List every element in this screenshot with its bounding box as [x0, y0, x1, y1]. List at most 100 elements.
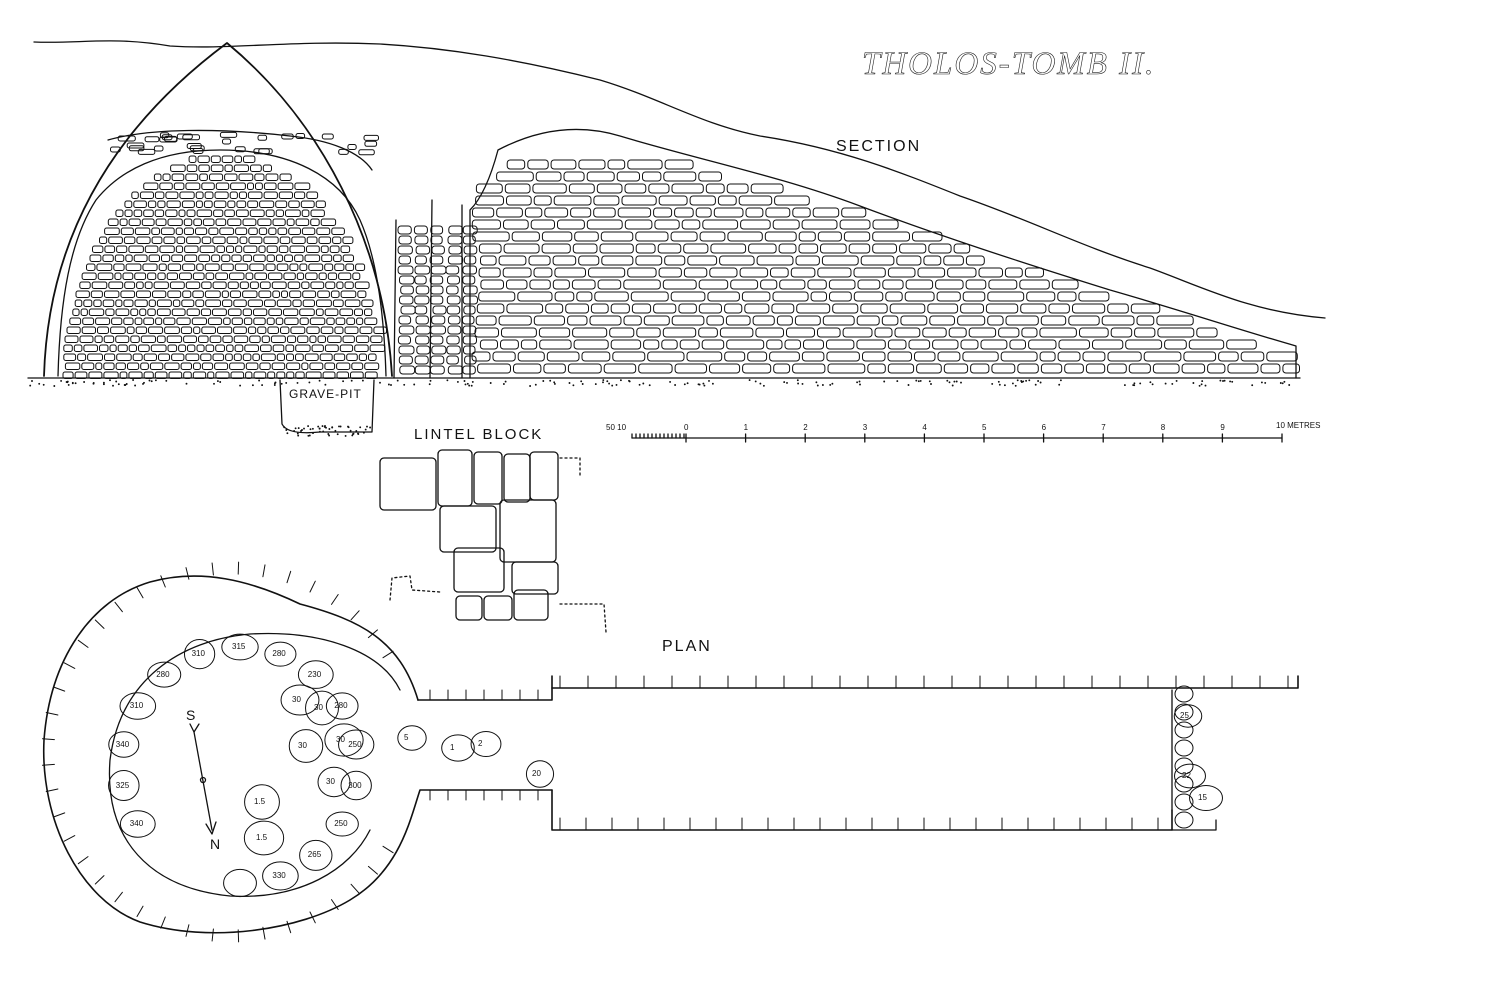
section-stone: [1266, 351, 1298, 362]
ground-stipple-dot: [816, 384, 819, 387]
section-stone: [1068, 315, 1100, 326]
section-stone: [226, 245, 235, 253]
section-stone: [99, 344, 109, 352]
section-stone: [151, 236, 163, 244]
section-stone: [249, 209, 265, 217]
plan-stone: [280, 684, 320, 716]
ground-stipple-dot: [468, 384, 471, 387]
section-stone: [103, 371, 119, 379]
section-stone: [414, 255, 427, 265]
section-stone: [249, 263, 265, 271]
section-stone: [1092, 339, 1124, 350]
section-stone: [965, 255, 985, 266]
section-stone: [462, 315, 475, 325]
section-stone: [953, 243, 971, 254]
section-stone: [316, 299, 332, 307]
stone-number: 325: [115, 780, 130, 790]
ground-stipple-dot: [123, 384, 126, 386]
section-stone: [607, 159, 626, 170]
section-stone: [254, 173, 265, 181]
section-label: SECTION: [836, 138, 922, 155]
section-stone: [369, 344, 386, 352]
section-stone: [1227, 363, 1259, 374]
section-stone: [887, 363, 915, 374]
scale-tick-label: 3: [862, 423, 868, 432]
section-stone: [795, 255, 820, 266]
section-stone: [842, 327, 873, 338]
section-stone: [446, 305, 461, 315]
section-stone: [172, 299, 181, 307]
ground-stipple-dot: [338, 425, 340, 428]
dromos-north-wall: [551, 675, 1299, 689]
section-stone: [576, 291, 593, 302]
section-stone: [414, 365, 431, 375]
ground-stipple-dot: [1149, 381, 1152, 384]
section-stone: [742, 363, 772, 374]
section-stone: [572, 327, 608, 338]
section-stone: [545, 303, 564, 314]
section-stone: [153, 173, 162, 181]
section-stone: [492, 351, 516, 362]
section-stone: [681, 219, 701, 230]
section-stone: [550, 159, 577, 170]
ground-stipple-dot: [285, 429, 288, 431]
section-stone: [157, 200, 166, 208]
section-stone: [257, 326, 267, 334]
section-stone: [1240, 351, 1265, 362]
section-stone: [210, 155, 221, 163]
section-stone: [227, 281, 239, 289]
section-stone: [826, 351, 860, 362]
section-stone: [167, 344, 178, 352]
compass-center: [199, 776, 207, 784]
section-stone: [157, 272, 166, 280]
plan-view: [42, 561, 1299, 943]
section-stone: [64, 362, 81, 370]
section-stone: [260, 353, 276, 361]
section-stone: [354, 344, 369, 352]
ground-stipple-dot: [611, 384, 614, 387]
section-stone: [301, 362, 309, 370]
section-stone: [968, 327, 997, 338]
section-stone: [332, 299, 344, 307]
ground-stipple-dot: [638, 383, 641, 386]
section-stone: [186, 164, 198, 172]
section-stone: [99, 236, 108, 244]
plan-wall-tick: [350, 610, 360, 621]
section-stone: [699, 231, 726, 242]
section-stone: [195, 200, 203, 208]
section-stone: [803, 339, 824, 350]
section-stone: [75, 290, 90, 298]
section-stone: [288, 227, 302, 235]
plan-stone: [305, 690, 339, 726]
section-stone: [539, 339, 572, 350]
section-stone: [962, 291, 986, 302]
section-stone: [1048, 303, 1070, 314]
section-stone: [570, 207, 592, 218]
ground-stipple: [29, 379, 1291, 437]
compass-arrow: [189, 723, 217, 835]
section-stone: [616, 171, 641, 182]
section-stone: [144, 281, 153, 289]
section-stone: [475, 183, 503, 194]
plan-wall-tick: [331, 594, 339, 605]
ground-stipple-dot: [1133, 382, 1136, 385]
section-stone: [280, 326, 290, 334]
section-stone: [182, 134, 201, 141]
ground-stipple-dot: [1039, 381, 1042, 384]
section-stone: [82, 317, 95, 325]
section-stone: [210, 164, 224, 172]
section-stone: [263, 236, 279, 244]
section-stone: [463, 285, 478, 295]
section-stone: [399, 295, 414, 305]
section-stone: [336, 281, 344, 289]
plan-wall-hatching: [42, 561, 1289, 943]
section-stone: [277, 182, 294, 190]
section-stone: [176, 133, 193, 140]
section-stone: [832, 303, 859, 314]
section-stone: [196, 209, 213, 217]
section-stone: [839, 219, 871, 230]
section-stone: [881, 315, 899, 326]
section-stone: [1110, 327, 1133, 338]
lintel-block-view: [379, 449, 607, 633]
section-stone: [195, 227, 208, 235]
